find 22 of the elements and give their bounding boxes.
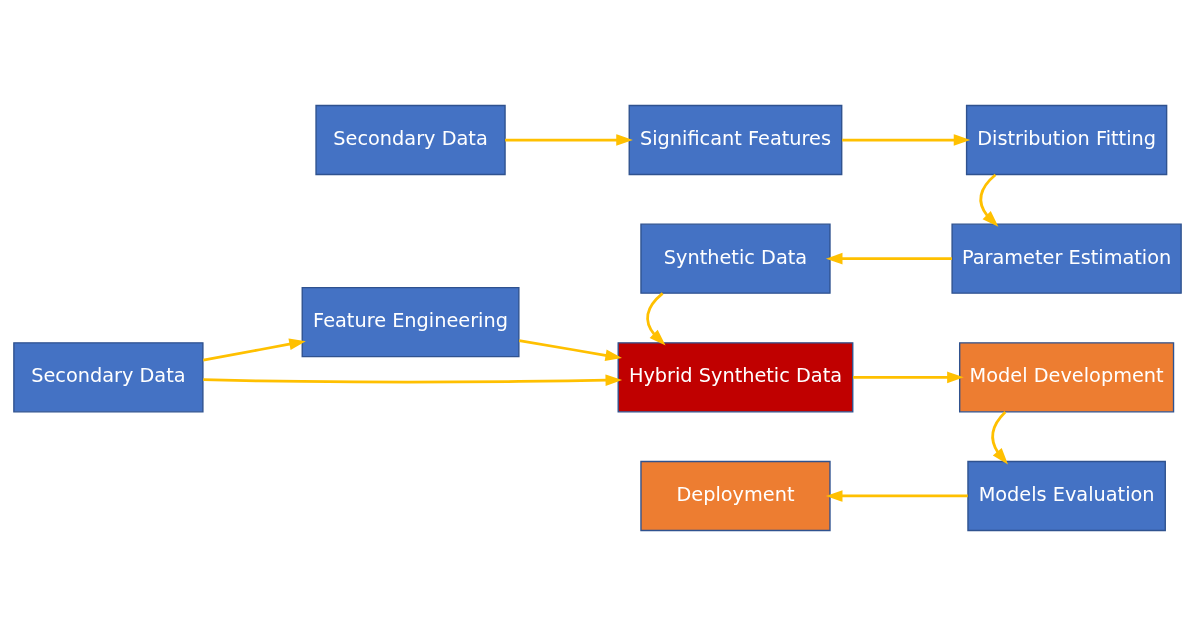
arrow — [842, 134, 971, 146]
arrow — [825, 252, 952, 265]
arrow — [505, 134, 633, 146]
arrow — [646, 292, 666, 346]
node-box: Deployment — [640, 460, 831, 532]
node-box: Secondary Data — [13, 342, 204, 413]
node-box: Significant Features — [628, 104, 843, 176]
node-box: Models Evaluation — [967, 460, 1166, 532]
node-box: Secondary Data — [315, 104, 506, 176]
node-box: Distribution Fitting — [965, 104, 1168, 176]
node-box: Feature Engineering — [301, 286, 520, 358]
arrow — [203, 374, 623, 387]
node-box: Synthetic Data — [640, 223, 831, 294]
arrow — [991, 411, 1009, 465]
arrow — [203, 338, 306, 362]
node-box: Parameter Estimation — [951, 223, 1182, 294]
arrow — [979, 173, 999, 227]
arrow — [518, 339, 622, 362]
arrow — [825, 490, 968, 502]
arrow — [853, 371, 964, 384]
node-box: Model Development — [959, 342, 1175, 413]
node-box: Hybrid Synthetic Data — [617, 342, 854, 413]
